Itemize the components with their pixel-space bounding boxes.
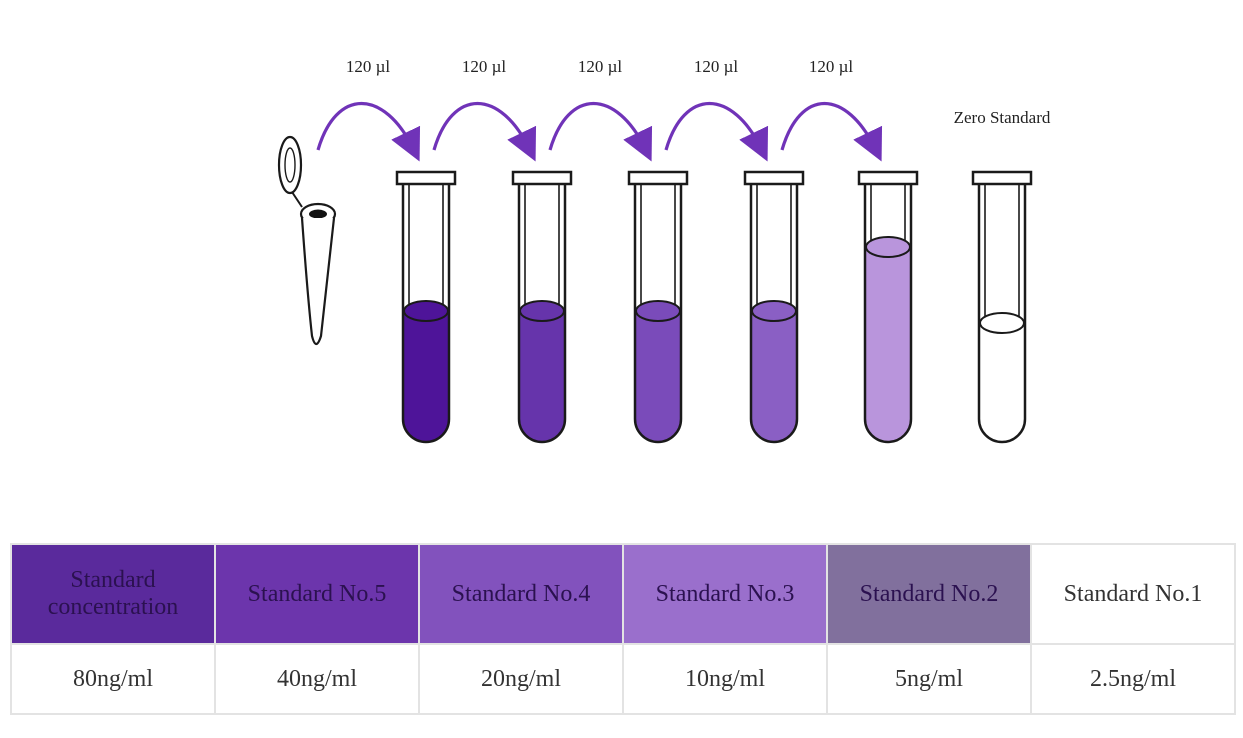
value-cell: 5ng/ml — [827, 644, 1031, 714]
table-row-header: Standard concentration Standard No.5 Sta… — [11, 544, 1235, 644]
tube-liquid — [519, 311, 565, 442]
tube-rim — [745, 172, 803, 184]
standard-table: Standard concentration Standard No.5 Sta… — [10, 543, 1236, 715]
transfer-arrow — [434, 104, 530, 151]
transfer-volume-label: 120 µl — [462, 57, 507, 76]
transfer-volume-label: 120 µl — [694, 57, 739, 76]
test-tube-4 — [745, 172, 803, 442]
test-tube-5 — [859, 172, 917, 442]
tube-liquid — [865, 247, 911, 442]
stock-microtube-icon — [279, 137, 335, 344]
tube-liquid — [635, 311, 681, 442]
value-cell: 20ng/ml — [419, 644, 623, 714]
tube-meniscus — [866, 237, 910, 257]
test-tube-2 — [513, 172, 571, 442]
tube-meniscus — [980, 313, 1024, 333]
tube-liquid — [403, 311, 449, 442]
tube-rim — [859, 172, 917, 184]
header-standard-no2: Standard No.2 — [827, 544, 1031, 644]
value-cell: 2.5ng/ml — [1031, 644, 1235, 714]
tube-rim — [629, 172, 687, 184]
tube-meniscus — [520, 301, 564, 321]
tube-meniscus — [752, 301, 796, 321]
table-row-values: 80ng/ml 40ng/ml 20ng/ml 10ng/ml 5ng/ml 2… — [11, 644, 1235, 714]
header-standard-no3: Standard No.3 — [623, 544, 827, 644]
value-cell: 40ng/ml — [215, 644, 419, 714]
transfer-volume-label: 120 µl — [578, 57, 623, 76]
value-cell: 80ng/ml — [11, 644, 215, 714]
tube-meniscus — [404, 301, 448, 321]
zero-standard-label: Zero Standard — [954, 108, 1051, 127]
value-cell: 10ng/ml — [623, 644, 827, 714]
tube-rim — [973, 172, 1031, 184]
tube-rim — [513, 172, 571, 184]
header-standard-no5: Standard No.5 — [215, 544, 419, 644]
test-tube-6 — [973, 172, 1031, 442]
transfer-arrow — [550, 104, 646, 151]
tube-liquid — [979, 323, 1025, 442]
test-tube-3 — [629, 172, 687, 442]
dilution-diagram: 120 µl 120 µl 120 µl 120 µl 120 µl Zero Stan… — [0, 0, 1243, 540]
header-standard-no1: Standard No.1 — [1031, 544, 1235, 644]
transfer-volume-label: 120 µl — [809, 57, 854, 76]
transfer-volume-label: 120 µl — [346, 57, 391, 76]
test-tube-1 — [397, 172, 455, 442]
transfer-arrow — [666, 104, 762, 151]
transfer-arrow — [782, 104, 876, 151]
transfer-arrow — [318, 104, 414, 151]
tube-liquid — [751, 311, 797, 442]
tube-meniscus — [636, 301, 680, 321]
header-standard-no4: Standard No.4 — [419, 544, 623, 644]
header-standard-concentration: Standard concentration — [11, 544, 215, 644]
tube-rim — [397, 172, 455, 184]
